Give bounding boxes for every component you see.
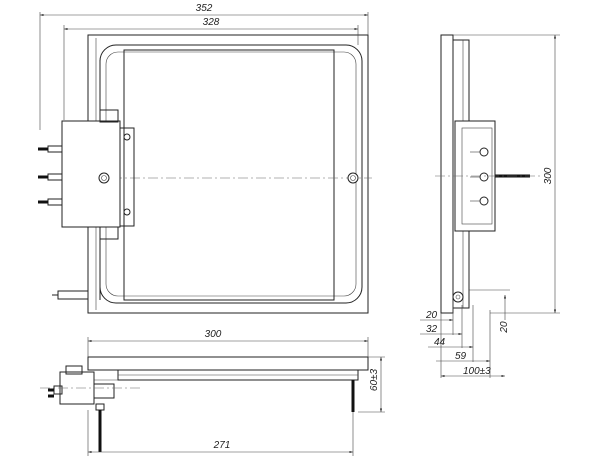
front-cables xyxy=(38,145,63,206)
front-heating-pad xyxy=(123,49,335,301)
dim-side-44: 44 xyxy=(434,337,446,348)
bottom-view: 300 60±3 271 xyxy=(40,329,385,456)
front-right-mount-hole xyxy=(347,172,359,184)
dim-bottom-height: 60±3 xyxy=(369,368,380,391)
terminal-box-cover xyxy=(119,127,135,227)
front-inner-frame xyxy=(99,44,363,304)
bottom-plate xyxy=(87,356,369,371)
dim-side-vertical-20: 20 xyxy=(499,321,510,334)
dim-inner-width: 328 xyxy=(203,17,220,28)
dim-side-height: 300 xyxy=(543,167,554,184)
front-outer-plate xyxy=(87,34,369,314)
front-view: 352 328 xyxy=(38,3,372,314)
side-view: 300 20 20 32 44 59 100±3 xyxy=(420,34,560,378)
front-inner-frame-2 xyxy=(105,51,357,297)
dim-bottom-length: 300 xyxy=(205,329,222,340)
side-plate xyxy=(440,34,454,314)
dim-overall-width: 352 xyxy=(196,3,213,14)
front-left-mount-hole xyxy=(98,172,110,184)
dim-side-depth: 100±3 xyxy=(463,366,491,377)
side-connector xyxy=(452,291,464,303)
dim-side-59: 59 xyxy=(455,351,467,362)
dim-side-32: 32 xyxy=(426,324,438,335)
front-bottom-connector xyxy=(57,290,89,300)
dim-bottom-span: 271 xyxy=(213,440,231,451)
dim-side-20: 20 xyxy=(425,310,438,321)
terminal-box xyxy=(61,120,121,228)
